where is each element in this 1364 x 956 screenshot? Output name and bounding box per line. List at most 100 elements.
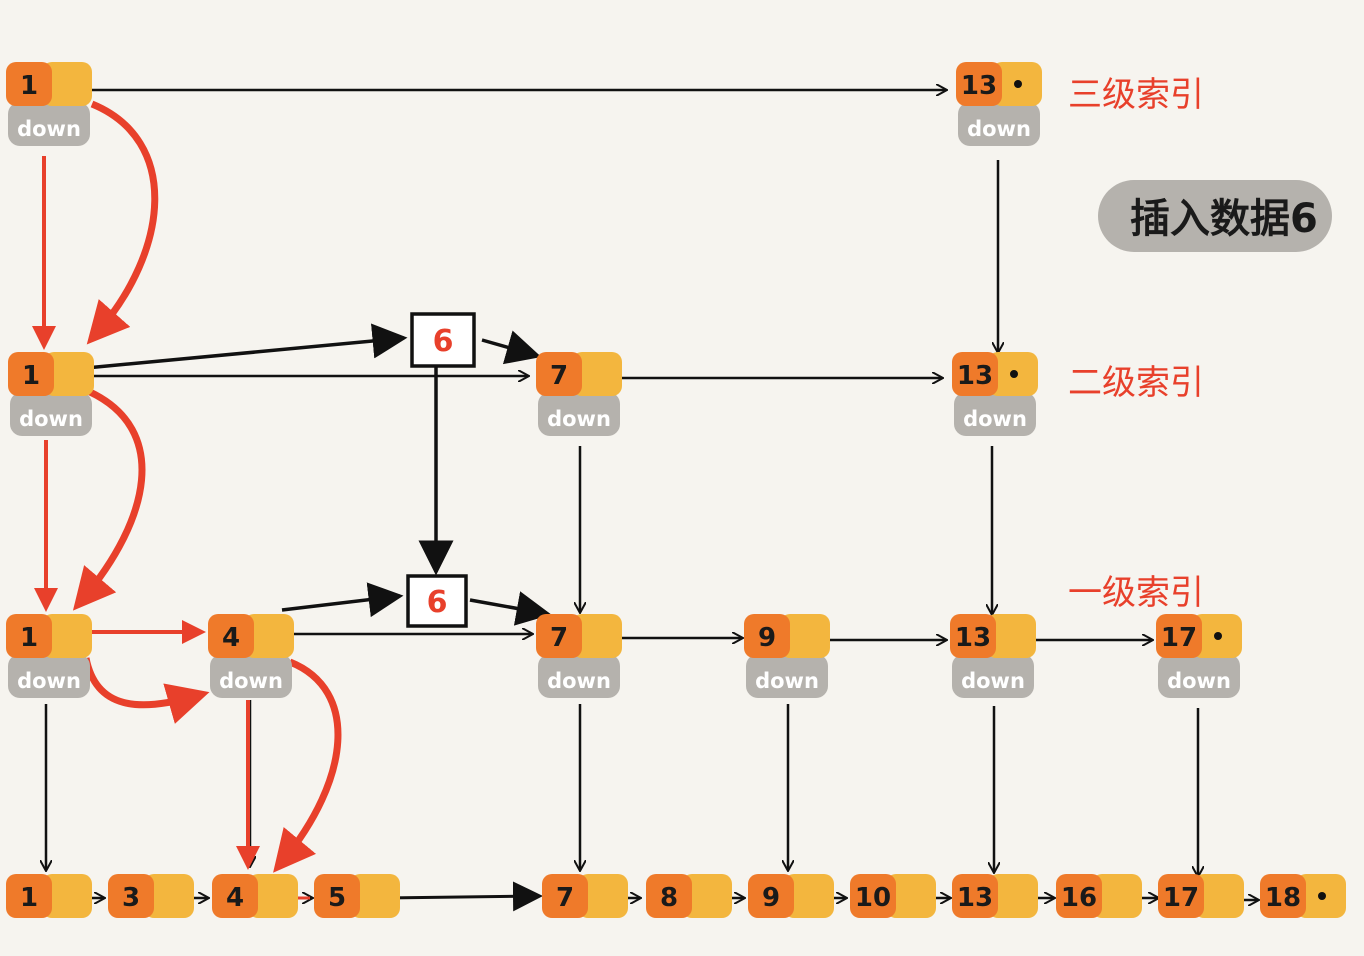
level1-node-7-down-field	[538, 654, 620, 698]
level2-node-13-down-label: down	[963, 407, 1027, 431]
base-node-18: 18	[1260, 874, 1346, 918]
level2-label: 二级索引	[1068, 363, 1204, 403]
title-text: 插入数据6	[1130, 196, 1318, 242]
level2-node-1-down-field	[10, 392, 92, 436]
base-node-10: 10	[850, 874, 936, 918]
base-node-5-next-field	[350, 874, 400, 918]
level2-node-1-key-field	[8, 352, 54, 396]
level2-node-1-down-label: down	[19, 407, 83, 431]
base-node-4-next-field	[248, 874, 298, 918]
new-node-6-level2: 6	[410, 312, 476, 368]
base-node-16-next-field	[1092, 874, 1142, 918]
level2-node-13-key-field	[952, 352, 998, 396]
new-node-6-level1: 6	[406, 574, 468, 628]
level1-node-4: down 4	[208, 614, 294, 698]
base-node-13-key-field	[952, 874, 998, 918]
level2-node-7-key: 7	[550, 361, 568, 391]
level3-node-13-key: 13	[961, 71, 997, 101]
base-node-17-key-field	[1158, 874, 1204, 918]
base-node-7-next-field	[578, 874, 628, 918]
base-node-4-key-field	[212, 874, 258, 918]
level1-node-4-down-field	[210, 654, 292, 698]
base-node-5-key: 5	[328, 883, 346, 913]
level1-node-1-down-field	[8, 654, 90, 698]
base-node-3-next-field	[144, 874, 194, 918]
level1-node-7-down-label: down	[547, 669, 611, 693]
level1-node-7-key-field	[536, 614, 582, 658]
level1-label: 一级索引	[1068, 573, 1204, 613]
base-node-8-next-field	[682, 874, 732, 918]
base-node-3-key-field	[108, 874, 154, 918]
level3-node-1-key: 1	[20, 71, 38, 101]
level1-node-17-down-label: down	[1167, 669, 1231, 693]
base-node-3-key: 3	[122, 883, 140, 913]
level3-node-13: down 13	[956, 62, 1042, 146]
level2-node-7-next-field	[572, 352, 622, 396]
level3-node-13-null-dot	[1014, 80, 1022, 88]
level3-node-13-down-label: down	[967, 117, 1031, 141]
base-node-4: 4	[212, 874, 298, 918]
level2-node-1-key: 1	[22, 361, 40, 391]
level1-node-9-down-field	[746, 654, 828, 698]
new-node-6-level2-value: 6	[433, 324, 454, 359]
level1-node-1-key-field	[6, 614, 52, 658]
base-node-18-null-dot	[1318, 892, 1326, 900]
level2-node-13-down-field	[954, 392, 1036, 436]
level2-node-13-key: 13	[957, 361, 993, 391]
base-node-13-next-field	[988, 874, 1038, 918]
level2-node-13: down 13	[952, 352, 1038, 436]
base-node-16-key-field	[1056, 874, 1102, 918]
base-node-1: 1	[6, 874, 92, 918]
base-node-1-key-field	[6, 874, 52, 918]
base-node-8-key: 8	[660, 883, 678, 913]
level1-node-13-next-field	[986, 614, 1036, 658]
base-node-8: 8	[646, 874, 732, 918]
level1-node-13-down-label: down	[961, 669, 1025, 693]
level2-node-1-next-field	[44, 352, 94, 396]
level2-node-13-null-dot	[1010, 370, 1018, 378]
base-node-16-key: 16	[1061, 883, 1097, 913]
base-node-3: 3	[108, 874, 194, 918]
base-node-1-next-field	[42, 874, 92, 918]
base-node-16: 16	[1056, 874, 1142, 918]
base-node-17-next-field	[1194, 874, 1244, 918]
level1-node-1-down-label: down	[17, 669, 81, 693]
level3-node-13-down-field	[958, 102, 1040, 146]
base-node-18-key: 18	[1265, 883, 1301, 913]
level1-node-13-key-field	[950, 614, 996, 658]
base-node-8-key-field	[646, 874, 692, 918]
base-node-17: 17	[1158, 874, 1244, 918]
base-node-9-key: 9	[762, 883, 780, 913]
base-node-9-key-field	[748, 874, 794, 918]
level1-node-7: down 7	[536, 614, 622, 698]
base-node-13-key: 13	[957, 883, 993, 913]
base-node-13: 13	[952, 874, 1038, 918]
level1-node-13: down 13	[950, 614, 1036, 698]
level1-node-13-down-field	[952, 654, 1034, 698]
base-node-9: 9	[748, 874, 834, 918]
level1-node-17-key-field	[1156, 614, 1202, 658]
level2-node-7-down-field	[538, 392, 620, 436]
level1-node-13-key: 13	[955, 623, 991, 653]
new-node-6-level1-value: 6	[427, 585, 448, 620]
level2-node-7-key-field	[536, 352, 582, 396]
level1-node-17-down-field	[1158, 654, 1240, 698]
level1-node-9-next-field	[780, 614, 830, 658]
level1-node-9-key-field	[744, 614, 790, 658]
base-node-5-key-field	[314, 874, 360, 918]
level1-node-4-key-field	[208, 614, 254, 658]
level3-node-13-key-field	[956, 62, 1002, 106]
level1-node-7-key: 7	[550, 623, 568, 653]
level1-node-7-next-field	[572, 614, 622, 658]
level3-node-1-key-field	[6, 62, 52, 106]
level1-node-4-key: 4	[222, 623, 240, 653]
level1-node-4-next-field	[244, 614, 294, 658]
base-node-10-next-field	[886, 874, 936, 918]
level1-node-4-down-label: down	[219, 669, 283, 693]
base-node-18-key-field	[1260, 874, 1306, 918]
